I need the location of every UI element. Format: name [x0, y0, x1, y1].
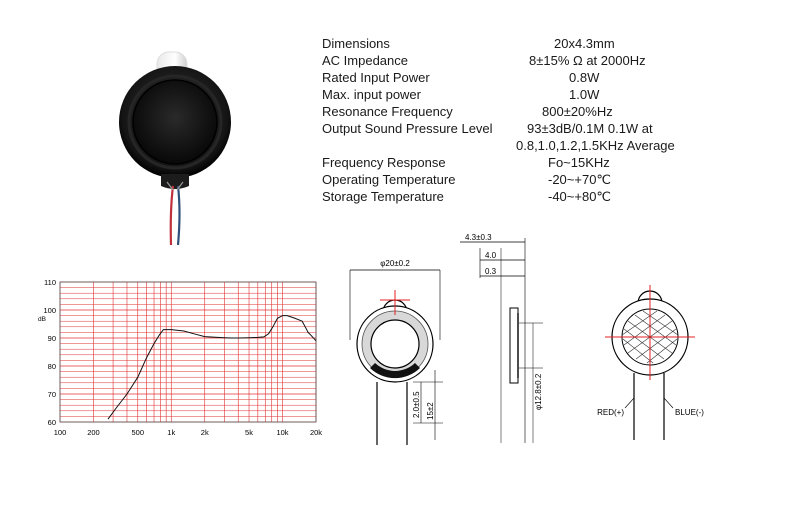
spec-table: Dimensions 20x4.3mm AC Impedance 8±15% Ω at… — [322, 35, 722, 205]
x-tick-label: 100 — [54, 428, 67, 437]
spec-value: 0.8,1.0,1.2,1.5KHz Average — [516, 138, 675, 153]
spec-row: AC Impedance 8±15% Ω at 2000Hz — [322, 52, 722, 69]
x-tick-label: 5k — [245, 428, 253, 437]
x-tick-label: 1k — [167, 428, 175, 437]
y-tick-label: 100 — [43, 306, 56, 315]
spec-label: Resonance Frequency — [322, 104, 453, 119]
chart-axes: 60 70 80 90 100 110 100 200 500 1k 2k 5k 10k 20k dB — [38, 278, 322, 437]
x-tick-label: 2k — [201, 428, 209, 437]
spec-label: Storage Temperature — [322, 189, 444, 204]
chart-grid — [59, 281, 317, 423]
frequency-response-chart: 60 70 80 90 100 110 100 200 500 1k 2k 5k 10k 20k dB — [38, 278, 322, 437]
spec-label: Rated Input Power — [322, 70, 430, 85]
tab-dimension-label: 2.0±0.5 — [412, 391, 421, 418]
spec-label: Operating Temperature — [322, 172, 456, 187]
spec-row: Max. input power 1.0W — [322, 86, 722, 103]
spec-row: Resonance Frequency 800±20%Hz — [322, 103, 722, 120]
y-tick-label: 80 — [48, 362, 56, 371]
spec-value: 0.8W — [569, 70, 600, 85]
side-view-drawing: 4.3±0.3 4.0 0.3 φ12.8±0.2 — [460, 233, 543, 443]
x-tick-label: 500 — [132, 428, 145, 437]
y-tick-label: 90 — [48, 334, 56, 343]
lead-dimension-label: 15±2 — [426, 402, 435, 420]
bottom-diameter-label: φ12.8±0.2 — [534, 373, 543, 410]
spec-row: 0.8,1.0,1.2,1.5KHz Average — [322, 137, 722, 154]
spec-row: Frequency Response Fo~15KHz — [322, 154, 722, 171]
spec-label: AC Impedance — [322, 53, 408, 68]
body-label: 4.0 — [485, 251, 497, 260]
x-tick-label: 10k — [276, 428, 288, 437]
red-lead-label: RED(+) — [597, 408, 624, 417]
diameter-label: φ20±0.2 — [380, 259, 410, 268]
plate-label: 0.3 — [485, 267, 497, 276]
y-tick-label: 70 — [48, 390, 56, 399]
spec-value: 93±3dB/0.1M 0.1W at — [527, 121, 653, 136]
spec-row: Rated Input Power 0.8W — [322, 69, 722, 86]
speaker-photo — [119, 51, 231, 246]
spec-value: Fo~15KHz — [548, 155, 610, 170]
x-tick-label: 20k — [310, 428, 322, 437]
spec-label: Dimensions — [322, 36, 390, 51]
spec-value: -20~+70℃ — [548, 172, 612, 187]
y-tick-label: 60 — [48, 418, 56, 427]
y-tick-label: 110 — [44, 278, 56, 287]
spec-label: Output Sound Pressure Level — [322, 121, 493, 136]
front-view-drawing: φ20±0.2 2.0±0.5 15±2 — [349, 259, 443, 445]
spec-value: 800±20%Hz — [542, 104, 613, 119]
response-curve — [107, 315, 317, 420]
spec-row: Dimensions 20x4.3mm — [322, 35, 722, 52]
spec-label: Max. input power — [322, 87, 421, 102]
thickness-label: 4.3±0.3 — [465, 233, 492, 242]
spec-value: 8±15% Ω at 2000Hz — [529, 53, 646, 68]
plot-frame — [59, 281, 317, 423]
x-tick-label: 200 — [87, 428, 100, 437]
spec-row: Operating Temperature -20~+70℃ — [322, 171, 722, 188]
back-view-drawing: RED(+) BLUE(-) — [597, 285, 704, 440]
spec-label: Frequency Response — [322, 155, 446, 170]
blue-lead-label: BLUE(-) — [675, 408, 704, 417]
spec-value: 1.0W — [569, 87, 600, 102]
spec-value: 20x4.3mm — [554, 36, 615, 51]
mesh-grille — [621, 310, 679, 364]
spec-row: Output Sound Pressure Level 93±3dB/0.1M 0… — [322, 120, 722, 137]
y-axis-label: dB — [38, 316, 46, 323]
spec-value: -40~+80℃ — [548, 189, 612, 204]
spec-row: Storage Temperature -40~+80℃ — [322, 188, 722, 205]
